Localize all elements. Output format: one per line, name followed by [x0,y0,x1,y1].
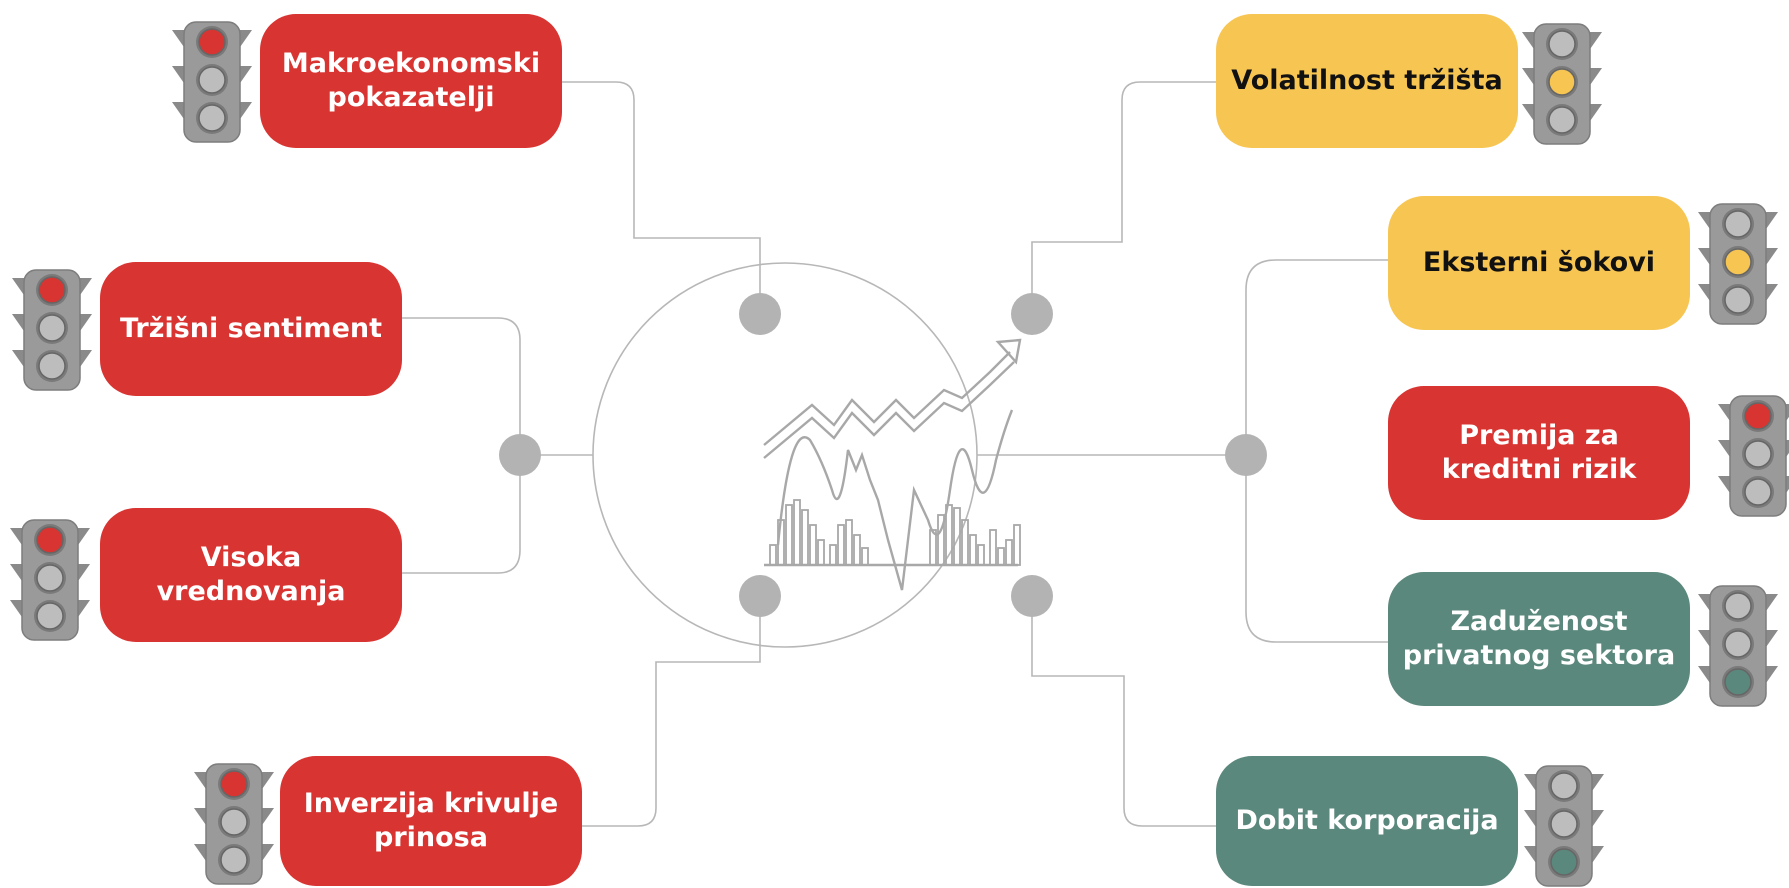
factor-label: Eksterni šokovi [1422,247,1656,278]
connector-visoka-vrednovanja [400,455,521,574]
factor-label: Zaduženost privatnog sektora [1402,606,1676,671]
traffic-light-icon [10,519,90,641]
traffic-light-icon [1522,23,1602,145]
factor-node-makroekonomski[interactable]: Makroekonomski pokazatelji [260,14,562,148]
factor-node-visoka-vrednovanja[interactable]: Visoka vrednovanja [100,508,402,642]
connector-volatilnost [1031,81,1216,314]
factor-node-volatilnost[interactable]: Volatilnost tržišta [1216,14,1518,148]
market-chart-icon [763,338,1022,591]
junction-dot-bottom-left [739,575,781,617]
traffic-light-icon [172,21,252,143]
factor-label: Dobit korporacija [1235,805,1499,836]
connector-inverzija [580,596,761,827]
factor-node-zaduzenost[interactable]: Zaduženost privatnog sektora [1388,572,1690,706]
traffic-light-icon [1718,395,1789,517]
connector-zaduzenost [1245,455,1390,643]
factor-label: Tržišni sentiment [119,313,383,344]
factor-label: Premija za kreditni rizik [1441,420,1637,485]
traffic-light-icon [1698,203,1778,325]
traffic-light-icon [1524,765,1604,887]
traffic-light-icon [1698,585,1778,707]
connector-makroekonomski [560,81,761,314]
factor-label: Visoka vrednovanja [156,542,346,607]
factor-node-dobit[interactable]: Dobit korporacija [1216,756,1518,886]
factor-label: Volatilnost tržišta [1231,65,1503,96]
connector-dobit [1031,596,1216,827]
junction-dot-bottom-right [1011,575,1053,617]
center-circle [592,262,978,648]
factor-node-eksterni-sokovi[interactable]: Eksterni šokovi [1388,196,1690,330]
traffic-light-icon [12,269,92,391]
junction-dot-left [499,434,541,476]
factor-label: Makroekonomski pokazatelji [281,48,541,113]
factor-node-premija[interactable]: Premija za kreditni rizik [1388,386,1690,520]
connector-trzisni-sentiment [400,317,521,455]
factor-node-inverzija[interactable]: Inverzija krivulje prinosa [280,756,582,886]
traffic-light-icon [194,763,274,885]
junction-dot-top-right [1011,293,1053,335]
factor-node-trzisni-sentiment[interactable]: Tržišni sentiment [100,262,402,396]
junction-dot-top-left [739,293,781,335]
connector-eksterni-sokovi [1245,259,1390,455]
junction-dot-right [1225,434,1267,476]
factor-label: Inverzija krivulje prinosa [303,788,559,853]
